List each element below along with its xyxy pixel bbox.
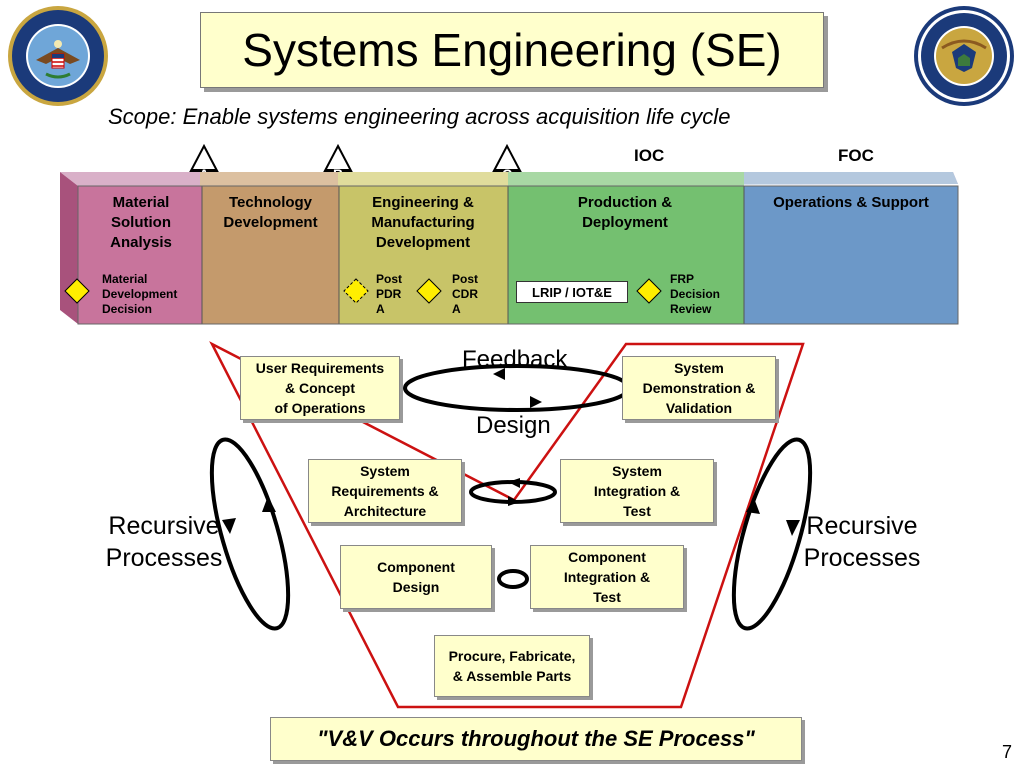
phase-msa: Material Solution Analysis: [110, 194, 172, 251]
phase-pd: Production & Deployment: [577, 194, 673, 231]
user-requirements-box: User Requirements & Concept of Operation…: [240, 356, 400, 420]
foc-label: FOC: [838, 146, 874, 165]
frp-diamond-icon: [636, 278, 662, 304]
recursive-left-label: Recursive Processes: [105, 512, 223, 572]
phase-td: Technology Development: [223, 194, 318, 231]
design-label: Design: [476, 412, 551, 439]
frp-label: FRP Decision Review: [670, 272, 721, 316]
lrip-label: LRIP / IOT&E: [516, 281, 628, 303]
footer-text: "V&V Occurs throughout the SE Process": [317, 726, 755, 751]
component-integration-box: Component Integration & Test: [530, 545, 684, 609]
post-pdr-diamond-icon: [343, 278, 369, 304]
phase-bar: [58, 170, 960, 326]
phase-emd: Engineering & Manufacturing Development: [371, 194, 475, 251]
post-pdr-label: Post PDR A: [376, 272, 403, 316]
system-integration-box: System Integration & Test: [560, 459, 714, 523]
trmc-seal-icon: [912, 4, 1016, 108]
procure-box: Procure, Fabricate, & Assemble Parts: [434, 635, 590, 697]
post-cdr-diamond-icon: [416, 278, 442, 304]
page-title: Systems Engineering (SE): [242, 24, 782, 76]
system-requirements-box: System Requirements & Architecture: [308, 459, 462, 523]
mdd-diamond-icon: [64, 278, 90, 304]
scope-text: Scope: Enable systems engineering across…: [108, 104, 731, 129]
component-design-box: Component Design: [340, 545, 492, 609]
system-demonstration-box: System Demonstration & Validation: [622, 356, 776, 420]
recursive-right-label: Recursive Processes: [803, 512, 921, 572]
page-number: 7: [1001, 742, 1012, 762]
title-box: Systems Engineering (SE): [200, 12, 824, 88]
dod-seal-icon: [6, 4, 110, 108]
mdd-label: Material Development Decision: [102, 272, 178, 316]
post-cdr-label: Post CDR A: [452, 272, 479, 316]
ioc-label: IOC: [634, 146, 665, 165]
feedback-label: Feedback: [462, 346, 568, 373]
phase-os: Operations & Support: [773, 194, 929, 211]
footer-box: "V&V Occurs throughout the SE Process": [270, 717, 802, 761]
